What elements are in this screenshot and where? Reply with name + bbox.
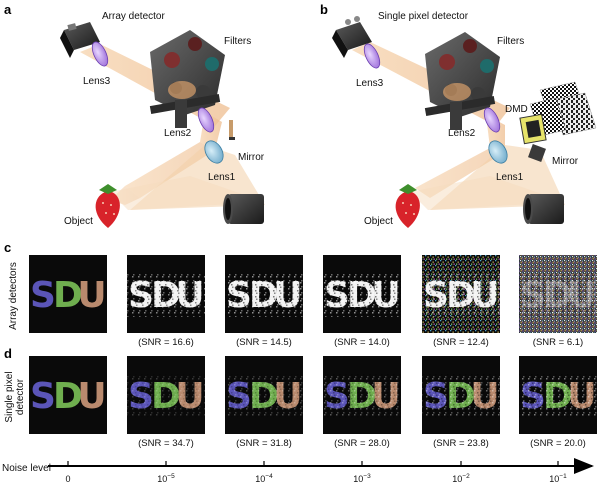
image-letter-d: D <box>53 376 83 417</box>
label-lens3-a: Lens3 <box>83 76 111 87</box>
single-pixel-image: SDU <box>127 356 205 434</box>
label-object-b: Object <box>364 216 393 227</box>
single-pixel-detector-icon <box>332 16 372 58</box>
dmd-icon <box>519 81 597 145</box>
array-noisy-image: SDU <box>225 255 303 333</box>
strawberry-object-icon-b <box>395 184 420 228</box>
lens2-icon-b <box>483 107 501 133</box>
lens1-icon-b <box>488 140 508 164</box>
label-mirror-a: Mirror <box>238 152 265 163</box>
array-noisy-image: SDU <box>422 255 500 333</box>
label-lens1-a: Lens1 <box>208 172 236 183</box>
label-mirror-b: Mirror <box>552 156 579 167</box>
axis-tick-label: 10−3 <box>353 473 371 484</box>
image-letter-u: U <box>77 376 106 417</box>
axis-tick-label: 10−4 <box>255 473 273 484</box>
label-filters-b: Filters <box>497 36 524 47</box>
reference-image-array: SDU <box>29 255 107 333</box>
row-label-single-pixel-line1: Single pixel <box>4 371 15 422</box>
axis-tick-label: 0 <box>65 474 70 484</box>
label-array-detector: Array detector <box>102 11 165 22</box>
snr-label-single-pixel: (SNR = 20.0) <box>530 438 586 449</box>
snr-label-array: (SNR = 16.6) <box>138 337 194 348</box>
image-letter-s: S <box>30 275 56 316</box>
snr-label-array: (SNR = 14.0) <box>334 337 390 348</box>
light-source-icon <box>223 194 264 224</box>
lens2-icon <box>197 107 215 133</box>
image-letter-s: S <box>30 376 56 417</box>
panel-a-letter: a <box>4 2 12 17</box>
snr-label-single-pixel: (SNR = 31.8) <box>236 438 292 449</box>
label-lens2-b: Lens2 <box>448 128 476 139</box>
mirror-icon-b <box>528 144 546 162</box>
label-lens2-a: Lens2 <box>164 128 192 139</box>
label-single-pixel-detector: Single pixel detector <box>378 11 469 22</box>
axis-tick-label: 10−2 <box>452 473 470 484</box>
label-lens3-b: Lens3 <box>356 78 384 89</box>
panel-a: a Array detector Lens3 <box>4 2 265 228</box>
filter-wheel-icon <box>149 30 225 128</box>
panel-b-letter: b <box>320 2 328 17</box>
image-letter-u: U <box>77 275 106 316</box>
light-source-icon-b <box>523 194 564 224</box>
row-label-array-detectors: Array detectors <box>8 262 19 330</box>
snr-label-single-pixel: (SNR = 28.0) <box>334 438 390 449</box>
label-filters-a: Filters <box>224 36 251 47</box>
label-object-a: Object <box>64 216 93 227</box>
snr-label-array: (SNR = 14.5) <box>236 337 292 348</box>
axis-tick-label: 10−5 <box>157 473 175 484</box>
array-detector-icon <box>60 22 100 58</box>
row-label-single-pixel-line2: detector <box>15 378 26 415</box>
axis-tick-label: 10−1 <box>549 473 567 484</box>
single-pixel-image: SDU <box>225 356 303 434</box>
array-noisy-image: SDU <box>127 255 205 333</box>
panel-c-letter: c <box>4 240 11 255</box>
snr-label-array: (SNR = 6.1) <box>533 337 583 348</box>
single-pixel-image: SDU <box>422 356 500 434</box>
noise-axis: Noise level 0 10−5 10−4 10−3 10−2 10−1 <box>2 458 594 484</box>
lens3-icon-b <box>363 43 381 69</box>
array-noisy-image: SDU <box>519 255 597 333</box>
single-pixel-image: SDU <box>519 356 597 434</box>
noise-axis-title: Noise level <box>2 463 51 474</box>
snr-label-single-pixel: (SNR = 34.7) <box>138 438 194 449</box>
snr-label-single-pixel: (SNR = 23.8) <box>433 438 489 449</box>
array-noisy-image: SDU <box>323 255 401 333</box>
lens1-icon <box>204 140 224 164</box>
image-letter-d: D <box>53 275 83 316</box>
label-dmd: DMD <box>505 104 528 115</box>
mirror-icon <box>229 120 235 140</box>
single-pixel-image: SDU <box>323 356 401 434</box>
reference-image-single-pixel: SDU <box>29 356 107 434</box>
panel-b: b Single pixel detector Lens3 <box>320 2 597 228</box>
noise-axis-ticks: 0 10−5 10−4 10−3 10−2 10−1 <box>65 461 567 484</box>
strawberry-object-icon <box>95 184 120 228</box>
snr-label-array: (SNR = 12.4) <box>433 337 489 348</box>
label-lens1-b: Lens1 <box>496 172 524 183</box>
filter-wheel-icon-b <box>424 32 500 130</box>
lens3-icon <box>91 41 109 67</box>
panel-d-letter: d <box>4 346 12 361</box>
